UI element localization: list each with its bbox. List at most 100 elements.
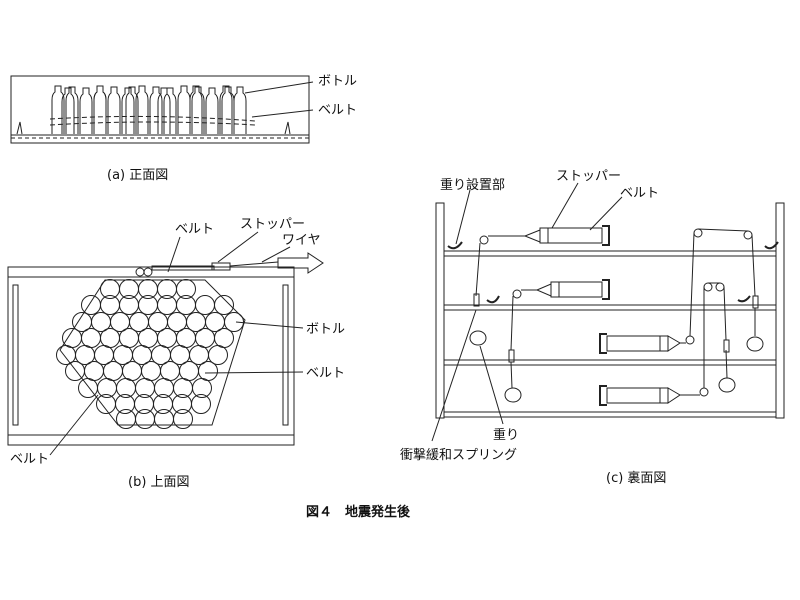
label-belt-right: ベルト (306, 366, 345, 381)
wire-line (229, 261, 279, 267)
bottle-circle (81, 328, 101, 348)
leader-bottle-a (244, 81, 314, 94)
bottle-front (107, 86, 121, 134)
belt-outline-top-view (59, 279, 246, 426)
back-view-panel (431, 182, 785, 442)
bottle-circle (195, 295, 215, 315)
bottle-front (61, 87, 75, 134)
bottle-pack-top-view (56, 279, 244, 429)
bottle-front (177, 85, 191, 134)
leader-belt-top (167, 236, 181, 273)
front-view-left-stop (16, 121, 23, 135)
leader-bottle-b (235, 321, 304, 329)
spring-1 (473, 293, 480, 307)
weight-mount-1 (447, 241, 463, 250)
stopper-cap-r3 (599, 333, 607, 354)
bottle-front (79, 87, 93, 134)
stopper-body-r3 (606, 335, 669, 352)
pulley-r1a (479, 235, 489, 245)
bottle-circle (138, 328, 158, 348)
weight-mount-3 (737, 295, 751, 303)
stopper-cap-r2 (602, 279, 610, 300)
top-view-panel (7, 231, 324, 456)
label-stopper-b: ストッパー (240, 217, 305, 232)
front-view-right-stop (284, 121, 291, 135)
pulley-r2a (512, 289, 522, 299)
bottle-circle (198, 361, 218, 381)
bottle-circle (176, 279, 196, 299)
back-right-post (775, 202, 785, 419)
bottle-circle (84, 361, 104, 381)
stopper-body-top-view (151, 265, 215, 271)
weight-1 (469, 330, 487, 346)
bottle-circle (141, 361, 161, 381)
spring-3 (723, 339, 730, 353)
bottle-circle (208, 345, 228, 365)
caption-back-view: (c) 裏面図 (606, 471, 666, 486)
bottle-circle (65, 361, 85, 381)
front-view-frame (10, 75, 310, 144)
stopper-tip-r3 (667, 335, 681, 352)
label-wire: ワイヤ (282, 233, 321, 248)
stopper-body-r2 (550, 281, 603, 298)
bottle-front (157, 87, 171, 134)
weight-mount-2 (486, 295, 500, 304)
bottle-circle (176, 328, 196, 348)
leader-belt-a (251, 109, 314, 118)
top-view-frame (7, 266, 295, 446)
bottle-circle (122, 361, 142, 381)
label-bottle-a: ボトル (318, 74, 357, 89)
weight-4 (746, 336, 764, 352)
belt-pulley-2 (143, 267, 153, 277)
leader-belt-c (589, 196, 623, 231)
bottle-front (51, 85, 65, 134)
pulley-top-2 (743, 230, 753, 240)
bottle-circle (179, 361, 199, 381)
pulley-mid-1 (703, 282, 713, 292)
weight-mount-4 (764, 241, 779, 250)
bottle-circle (173, 409, 193, 429)
stopper-tip-r4 (667, 387, 681, 404)
label-spring: 衝撃緩和スプリング (400, 447, 517, 463)
belt-pulley-1 (135, 267, 145, 277)
top-view-right-rail (282, 284, 289, 426)
label-weight-mount: 重り設置部 (440, 177, 505, 193)
bottle-front (205, 87, 219, 134)
front-view-panel (10, 75, 314, 144)
stopper-tip-r2 (535, 283, 552, 297)
bottle-circle (78, 378, 98, 398)
caption-top-view: (b) 上面図 (128, 475, 190, 490)
label-belt-left: ベルト (10, 452, 49, 467)
pulley-mid-2 (715, 282, 725, 292)
bottle-front (125, 86, 139, 134)
front-view-belt-line-2 (49, 121, 256, 126)
bottle-front (233, 86, 247, 134)
leader-belt-left (49, 394, 99, 456)
bottle-circle (195, 328, 215, 348)
stopper-body-r1 (539, 227, 603, 244)
stopper-cap-r1 (602, 225, 610, 246)
label-bottle-b: ボトル (306, 322, 345, 337)
bottle-circle (192, 378, 212, 398)
wire-to-weight-b (510, 361, 513, 389)
stopper-tip-r1 (523, 229, 541, 243)
leader-weight-mount (455, 189, 471, 245)
bottle-circle (191, 394, 211, 414)
spring-4 (752, 295, 759, 309)
bottle-row (51, 85, 247, 134)
figure-title: 図４ 地震発生後 (306, 504, 411, 520)
bottle-front (219, 85, 233, 134)
front-view-belt-line (49, 115, 256, 122)
bottle-front (93, 85, 107, 134)
label-weight: 重り (493, 427, 519, 443)
stopper-body-r4 (606, 387, 669, 404)
stopper-cap-r4 (599, 385, 607, 406)
bottle-circle (100, 328, 120, 348)
pulley-r4a (699, 387, 709, 397)
bottle-circle (116, 409, 136, 429)
bottle-circle (160, 361, 180, 381)
bottle-front (221, 86, 235, 134)
bottle-circle (157, 328, 177, 348)
wire-top (697, 228, 749, 232)
leader-stopper-c (551, 182, 579, 229)
